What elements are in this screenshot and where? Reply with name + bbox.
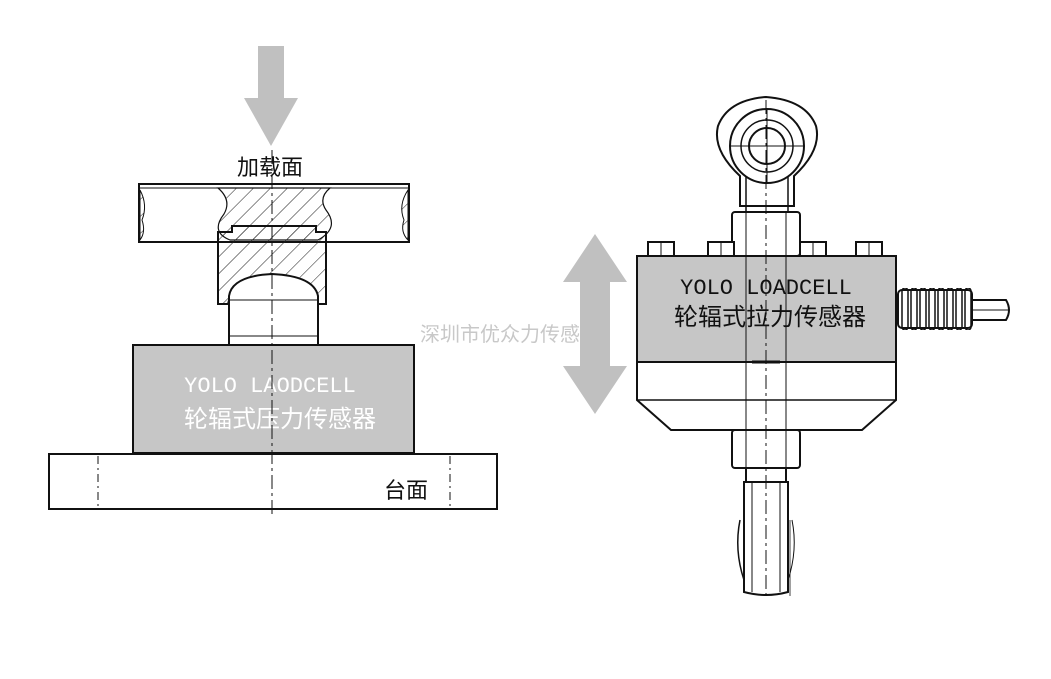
compression-assembly: 加载面 YOLO LAODCELL 轮辐式压力传感器: [48, 46, 498, 516]
compression-product-label: 轮辐式压力传感器: [184, 405, 376, 433]
base-plate: 台面: [48, 453, 498, 510]
base-surface-label: 台面: [384, 479, 428, 504]
thread-ridge: [955, 288, 963, 330]
load-plate: [138, 183, 410, 243]
thread-ridge: [919, 288, 927, 330]
thread-ridge: [901, 288, 909, 330]
tension-assembly: YOLO LOADCELL 轮辐式拉力传感器: [636, 95, 1010, 600]
compression-brand-label: YOLO LAODCELL: [184, 374, 356, 399]
thread-ridge: [946, 288, 954, 330]
cable-gland: [897, 288, 1010, 330]
thread-ridge: [964, 288, 972, 330]
thread-ridge: [910, 288, 918, 330]
compression-sensor-body: YOLO LAODCELL 轮辐式压力传感器: [132, 344, 415, 454]
load-down-arrow: [244, 46, 298, 146]
top-bolt-heads: [647, 241, 883, 257]
tension-double-arrow: [563, 234, 627, 414]
thread-ridge: [928, 288, 936, 330]
load-surface-label: 加载面: [237, 156, 303, 181]
company-watermark: 深圳市优众力传感器: [420, 322, 600, 346]
thread-ridge: [937, 288, 945, 330]
tension-product-label: 轮辐式拉力传感器: [674, 303, 866, 331]
top-rod-eye: [716, 95, 818, 212]
load-button: [228, 272, 319, 347]
